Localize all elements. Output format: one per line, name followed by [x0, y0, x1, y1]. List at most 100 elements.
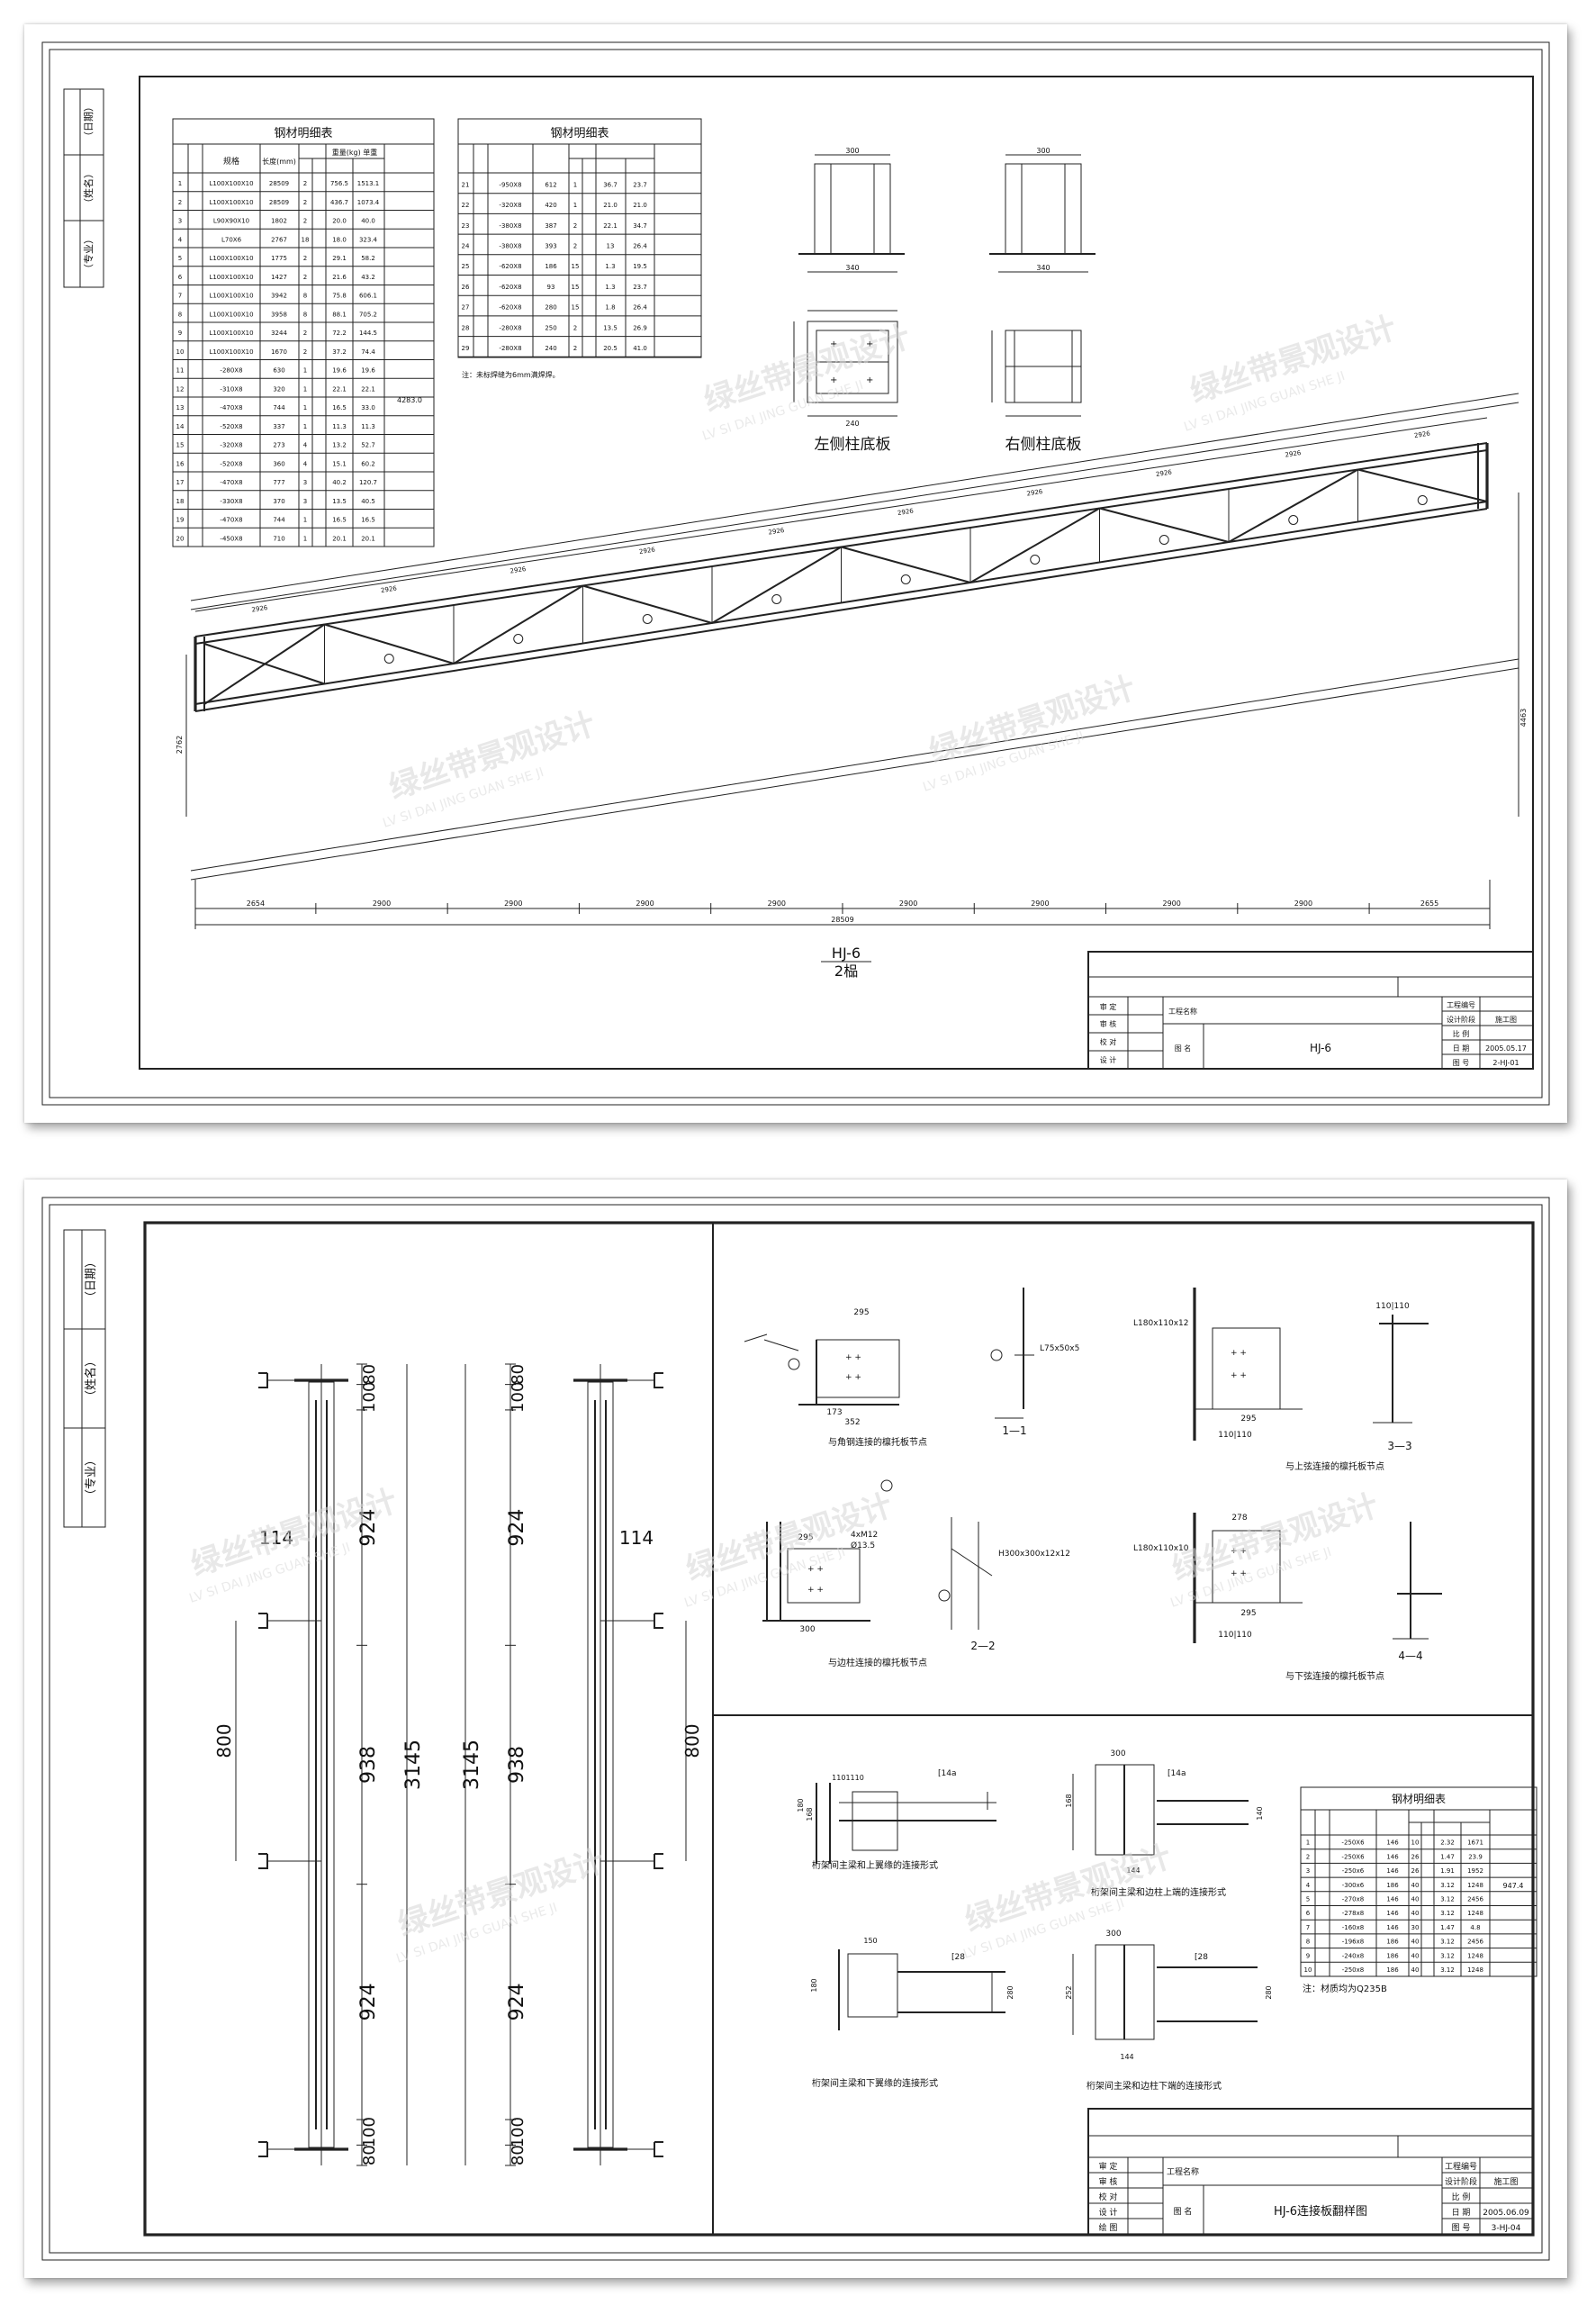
svg-text:+ +: + + [1231, 1349, 1247, 1358]
web-diagonal [1099, 507, 1230, 543]
table-cell: -240x8 [1342, 1952, 1364, 1959]
tb-role-2: 校 对 [1099, 2192, 1118, 2202]
elevation-segment-dim: 80 [509, 2145, 527, 2165]
truss-elevation: 2762 4463 292629262926292629262926292629… [176, 393, 1528, 881]
top-dim-label: 2926 [1026, 488, 1043, 498]
connection-4-dim-1: 252 [1065, 1985, 1073, 1999]
table-left-cell: 360 [273, 460, 284, 467]
table-cell: 146 [1386, 1867, 1399, 1875]
elevation-segment-dim: 80 [360, 2145, 379, 2165]
table-cell: 40 [1411, 1939, 1420, 1946]
elevation-segment-dim: 924 [506, 1509, 528, 1547]
svg-text:+: + [830, 375, 837, 385]
detail-4-dim-110: 110|110 [1218, 1631, 1252, 1640]
connection-1-caption: 桁架间主梁和上翼缘的连接形式 [812, 1859, 938, 1871]
table-left-cell: 370 [273, 498, 284, 505]
bottom-dim-label: 2900 [636, 899, 654, 908]
table-left-cell: 75.8 [332, 293, 347, 300]
table-left-cell: 17 [176, 479, 185, 486]
table-left-cell: 1 [303, 404, 307, 411]
table-left-cell: 16 [176, 460, 185, 467]
outer-frame-inner [49, 1204, 1543, 2254]
tb-stage-label: 设计阶段 [1447, 1015, 1475, 1024]
table-right-cell: 2 [573, 324, 577, 331]
table-left-cell: 606.1 [359, 293, 377, 300]
table-left-cell: L100X100X10 [209, 199, 253, 206]
table-left-cell: 58.2 [361, 255, 375, 262]
table-left-cell: 1 [178, 180, 182, 187]
table-right-cell: 23.7 [633, 284, 647, 291]
detail-2-hole: Ø13.5 [851, 1541, 875, 1550]
table-right-cell: 420 [545, 202, 556, 209]
table-left-cell: 15 [176, 442, 185, 449]
table-left-cell: 7 [178, 293, 182, 300]
elevation-segment-dim: 924 [357, 1509, 380, 1547]
side-label-date: （日期） [85, 1256, 98, 1303]
tb-drawing-name: HJ-6 [1310, 1042, 1331, 1054]
table-left-cell: 1775 [271, 255, 287, 262]
table-left-cell: 60.2 [361, 460, 375, 467]
table-cell: 1248 [1467, 1952, 1483, 1959]
table-cell: -250X6 [1341, 1839, 1365, 1847]
table-right-cell: -380X8 [499, 222, 521, 230]
table-left-cell: 16.5 [332, 404, 347, 411]
connection-3-dim-0: 150 [863, 1937, 877, 1945]
table-left-cell: 2 [303, 199, 307, 206]
web-diagonal [453, 584, 584, 664]
bottom-dim-label: 2900 [504, 899, 522, 908]
connection-1-dim-1: 180 [797, 1798, 805, 1812]
tb-drawing-name: HJ-6连接板翻样图 [1274, 2204, 1367, 2219]
table-left-cell: 43.2 [361, 274, 375, 281]
detail-2-dim-300: 300 [799, 1625, 815, 1634]
svg-text:+ +: + + [845, 1373, 861, 1382]
table-cell: -300x6 [1342, 1882, 1365, 1889]
plate-dim-340-right: 340 [1036, 264, 1050, 272]
tb-role-2: 校 对 [1100, 1037, 1117, 1046]
table-cell: 40 [1411, 1895, 1420, 1903]
table-left-cell: 4 [303, 442, 308, 449]
left-base-plate-label: 左侧柱底板 [815, 436, 891, 454]
table-right-cell: 21.0 [603, 202, 618, 209]
table-cell: 30 [1411, 1924, 1420, 1931]
side-label-date: （日期） [83, 102, 95, 141]
table-left-cell: 1073.4 [357, 199, 380, 206]
table-left-cell: 2 [303, 274, 307, 281]
table-left-cell: L100X100X10 [209, 330, 253, 337]
table-right-cell: 29 [462, 345, 470, 352]
detail-1-caption: 与角钢连接的檩托板节点 [828, 1436, 927, 1448]
table-left-cell: L100X100X10 [209, 311, 253, 318]
table-cell: 7 [1306, 1924, 1310, 1931]
elevation-segment-dim: 80 [509, 1364, 527, 1385]
detail-1-drawing [744, 1288, 1034, 1419]
table-left-cell: 33.0 [361, 404, 375, 411]
table-right-cell: 21 [462, 181, 470, 188]
elevation-segment-dim: 924 [357, 1983, 380, 2020]
table-left-cell: 3958 [271, 311, 287, 318]
table-cell: 1671 [1467, 1839, 1483, 1847]
table-left-header-spec: 规格 [223, 156, 239, 167]
part-callout [513, 634, 524, 644]
part-callout [1030, 555, 1041, 565]
roof-line-lower [190, 658, 1519, 872]
table-left-cell: 8 [303, 293, 307, 300]
table-right-cell: 21.0 [633, 202, 647, 209]
svg-text:+ +: + + [1231, 1547, 1247, 1556]
table-right-cell: 2 [573, 222, 577, 230]
table-right-cell: 26.4 [633, 243, 647, 250]
table-cell: 186 [1386, 1882, 1399, 1889]
table-cell: 2.32 [1440, 1839, 1455, 1847]
table-left-cell: 14 [176, 423, 185, 430]
elevation-total-dim: 3145 [402, 1740, 425, 1790]
beam-connection-details: 1101110 180 168 [14a 桁架间主梁和上翼缘的连接形式 300 … [797, 1749, 1273, 2092]
title-block: 审 定 审 核 校 对 设 计 绘 图 工程名称 图 名 HJ-6连接板翻样图 … [1087, 2108, 1534, 2236]
table-right-cell: 15 [572, 304, 580, 312]
table-left-cell: 37.2 [332, 348, 347, 356]
bottom-dim-label: 2900 [1294, 899, 1312, 908]
table-left-cell: -470X8 [220, 404, 242, 411]
table-left-cell: 40.0 [361, 218, 375, 225]
connection-2-dim-3: 144 [1126, 1867, 1140, 1875]
side-label-name: （姓名） [82, 168, 95, 208]
connection-2-dim-1: 168 [1065, 1794, 1073, 1807]
table-cell: 146 [1386, 1839, 1399, 1847]
